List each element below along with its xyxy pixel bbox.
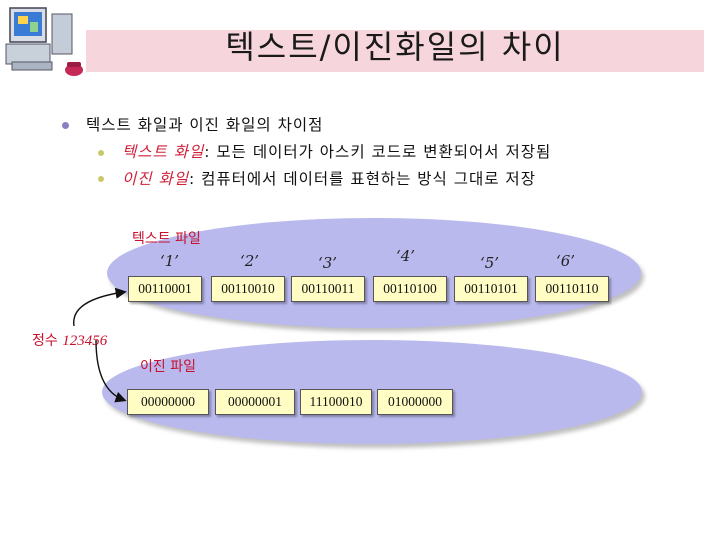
bullet-text-file bbox=[98, 150, 104, 156]
bullet-binary-file bbox=[98, 176, 104, 182]
slide-title: 텍스트/이진화일의 차이 bbox=[225, 28, 565, 66]
computer-icon bbox=[5, 7, 83, 76]
char-label: ‘2’ bbox=[240, 252, 260, 270]
text-byte-cell: 00110011 bbox=[291, 276, 365, 302]
char-label: ‘3’ bbox=[318, 254, 338, 272]
title-band bbox=[86, 30, 704, 72]
char-label: ‘5’ bbox=[480, 254, 500, 272]
char-label: ‘6’ bbox=[556, 252, 576, 270]
text-byte-cell: 00110010 bbox=[211, 276, 285, 302]
text-file-term: 텍스트 화일 bbox=[122, 143, 205, 161]
bullet-text-file-line: 텍스트 화일: 모든 데이터가 아스키 코드로 변환되어서 저장됨 bbox=[122, 140, 551, 162]
binary-file-term: 이진 화일 bbox=[122, 170, 189, 188]
text-byte-cell: 00110001 bbox=[128, 276, 202, 302]
text-byte-cell: 00110100 bbox=[373, 276, 447, 302]
text-byte-cell: 00110110 bbox=[535, 276, 609, 302]
binary-byte-cell: 00000001 bbox=[215, 389, 295, 415]
binary-byte-cell: 00000000 bbox=[127, 389, 209, 415]
bullet-main bbox=[62, 122, 69, 129]
text-file-desc: : 모든 데이터가 아스키 코드로 변환되어서 저장됨 bbox=[204, 143, 552, 161]
text-file-ellipse bbox=[107, 218, 641, 328]
text-file-label: 텍스트 파일 bbox=[132, 231, 201, 247]
telephone-icon bbox=[65, 62, 83, 76]
binary-byte-cell: 01000000 bbox=[377, 389, 453, 415]
arrow-to-text-file bbox=[73, 287, 127, 327]
binary-file-label: 이진 파일 bbox=[140, 359, 196, 375]
integer-label: 정수 123456 bbox=[32, 330, 107, 350]
char-label: ‘1’ bbox=[160, 252, 180, 270]
integer-value: 123456 bbox=[62, 333, 108, 349]
bullet-binary-file-line: 이진 화일: 컴퓨터에서 데이터를 표현하는 방식 그대로 저장 bbox=[122, 167, 536, 189]
text-byte-cell: 00110101 bbox=[454, 276, 528, 302]
binary-file-desc: : 컴퓨터에서 데이터를 표현하는 방식 그대로 저장 bbox=[188, 170, 536, 188]
integer-prefix: 정수 bbox=[32, 333, 63, 349]
char-label: ‘4’ bbox=[396, 247, 416, 265]
bullet-main-text: 텍스트 화일과 이진 화일의 차이점 bbox=[86, 116, 324, 134]
binary-byte-cell: 11100010 bbox=[300, 389, 372, 415]
